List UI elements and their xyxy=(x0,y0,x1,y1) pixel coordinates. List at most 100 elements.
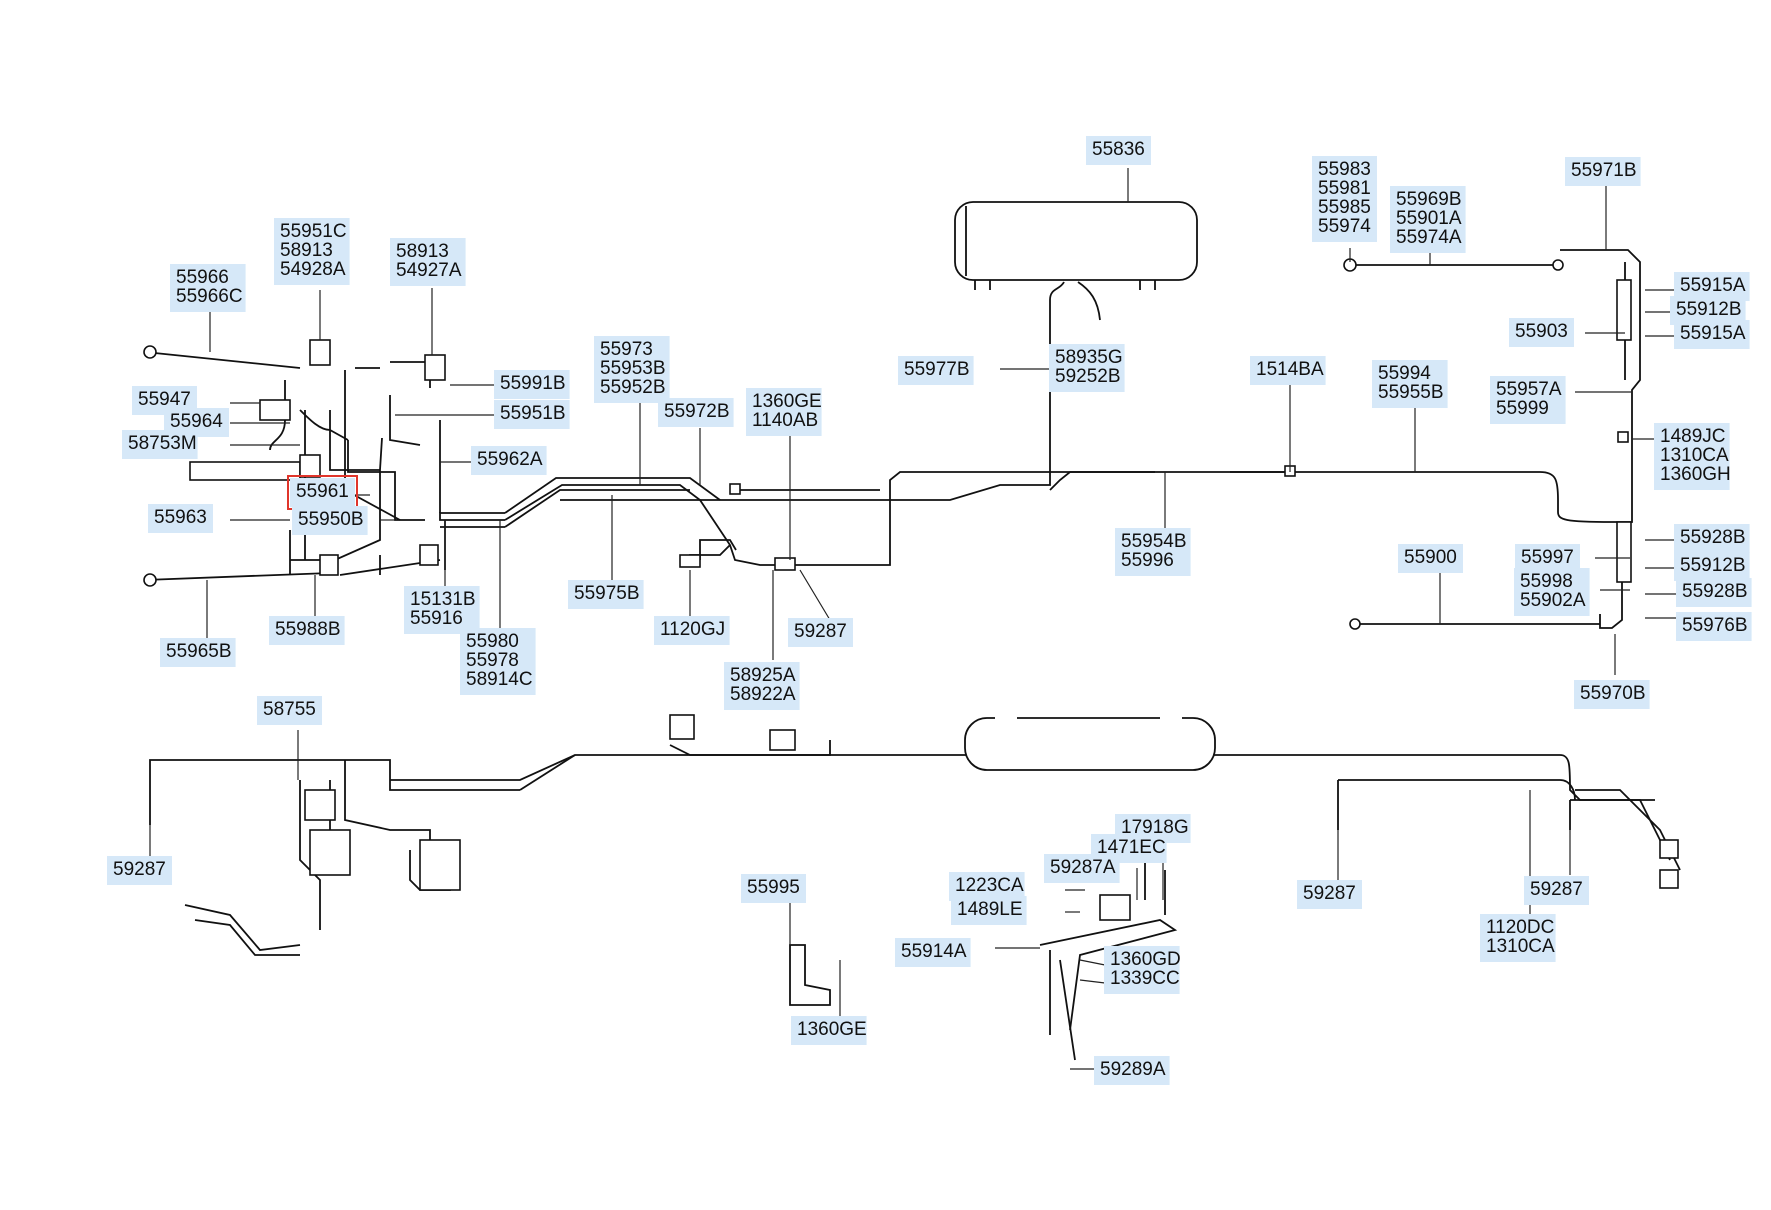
part-number-label[interactable]: 55974 xyxy=(1318,216,1371,237)
part-number-label[interactable]: 55974A xyxy=(1396,227,1462,248)
part-number-label[interactable]: 55998 xyxy=(1520,571,1573,592)
part-number-label[interactable]: 54928A xyxy=(280,259,346,280)
part-number-label[interactable]: 55980 xyxy=(466,631,519,652)
part-number-label[interactable]: 55955B xyxy=(1378,382,1444,403)
callout-55928B1[interactable]: 55928B xyxy=(1674,524,1750,553)
part-number-label[interactable]: 55901A xyxy=(1396,208,1462,229)
callout-55836[interactable]: 55836 xyxy=(1086,136,1151,165)
part-number-label[interactable]: 59287 xyxy=(113,859,166,880)
callout-59287A[interactable]: 59287A xyxy=(1044,854,1120,883)
callout-1360GEb[interactable]: 1360GE xyxy=(791,1016,867,1045)
part-number-label[interactable]: 55900 xyxy=(1404,547,1457,568)
part-number-label[interactable]: 55916 xyxy=(410,608,463,629)
part-number-label[interactable]: 55975B xyxy=(574,583,640,604)
part-number-label[interactable]: 1140AB xyxy=(752,410,818,431)
part-number-label[interactable]: 1514BA xyxy=(1256,359,1324,380)
callout-55988B[interactable]: 55988B xyxy=(269,616,345,645)
callout-59287b[interactable]: 59287 xyxy=(107,856,172,885)
part-number-label[interactable]: 58922A xyxy=(730,684,796,705)
part-number-label[interactable]: 55966 xyxy=(176,267,229,288)
part-number-label[interactable]: 1120DC xyxy=(1486,917,1554,938)
part-number-label[interactable]: 55978 xyxy=(466,650,519,671)
part-number-label[interactable]: 55970B xyxy=(1580,683,1646,704)
part-number-label[interactable]: 54927A xyxy=(396,260,462,281)
part-number-label[interactable]: 55995 xyxy=(747,877,800,898)
part-number-label[interactable]: 55903 xyxy=(1515,321,1568,342)
part-number-label[interactable]: 55964 xyxy=(170,411,223,432)
part-number-label[interactable]: 55994 xyxy=(1378,363,1431,384)
callout-55962A[interactable]: 55962A xyxy=(471,446,547,475)
callout-55951B[interactable]: 55951B xyxy=(494,400,570,429)
part-number-label[interactable]: 55951B xyxy=(500,403,566,424)
part-number-label[interactable]: 1310CA xyxy=(1660,445,1729,466)
callout-55912B2[interactable]: 55912B xyxy=(1674,552,1750,581)
part-number-label[interactable]: 1339CC xyxy=(1110,968,1180,989)
callout-59287a[interactable]: 59287 xyxy=(788,618,853,647)
part-number-label[interactable]: 55999 xyxy=(1496,398,1549,419)
callout-59287c[interactable]: 59287 xyxy=(1297,880,1362,909)
part-number-label[interactable]: 1360GE xyxy=(752,391,822,412)
part-number-label[interactable]: 55915A xyxy=(1680,323,1746,344)
callout-55975B[interactable]: 55975B xyxy=(568,580,644,609)
part-number-label[interactable]: 59252B xyxy=(1055,366,1121,387)
part-number-label[interactable]: 59287 xyxy=(1303,883,1356,904)
part-number-label[interactable]: 55971B xyxy=(1571,160,1637,181)
callout-59287d[interactable]: 59287 xyxy=(1524,876,1589,905)
part-number-label[interactable]: 58914C xyxy=(466,669,533,690)
part-number-label[interactable]: 55966C xyxy=(176,286,243,307)
callout-55900[interactable]: 55900 xyxy=(1398,544,1463,573)
callout-55914A[interactable]: 55914A xyxy=(895,938,971,967)
callout-55972B[interactable]: 55972B xyxy=(658,398,734,427)
part-number-label[interactable]: 1310CA xyxy=(1486,936,1555,957)
callout-55903[interactable]: 55903 xyxy=(1509,318,1574,347)
part-number-label[interactable]: 55902A xyxy=(1520,590,1586,611)
part-number-label[interactable]: 55976B xyxy=(1682,615,1748,636)
callout-1120GJ[interactable]: 1120GJ xyxy=(654,616,730,645)
part-number-label[interactable]: 55996 xyxy=(1121,550,1174,571)
part-number-label[interactable]: 55973 xyxy=(600,339,653,360)
callout-55963[interactable]: 55963 xyxy=(148,504,213,533)
callout-55977B[interactable]: 55977B xyxy=(898,356,974,385)
part-number-label[interactable]: 55947 xyxy=(138,389,191,410)
part-number-label[interactable]: 55912B xyxy=(1680,555,1746,576)
part-number-label[interactable]: 55962A xyxy=(477,449,543,470)
callout-58753M[interactable]: 58753M xyxy=(122,430,198,459)
part-number-label[interactable]: 55957A xyxy=(1496,379,1562,400)
part-number-label[interactable]: 55961 xyxy=(296,481,349,502)
part-number-label[interactable]: 59289A xyxy=(1100,1059,1166,1080)
part-number-label[interactable]: 55985 xyxy=(1318,197,1371,218)
part-number-label[interactable]: 17918G xyxy=(1121,817,1189,838)
part-number-label[interactable]: 55836 xyxy=(1092,139,1145,160)
callout-1489LE[interactable]: 1489LE xyxy=(951,896,1027,925)
callout-59289A[interactable]: 59289A xyxy=(1094,1056,1170,1085)
part-number-label[interactable]: 55952B xyxy=(600,377,666,398)
part-number-label[interactable]: 55997 xyxy=(1521,547,1574,568)
callout-55950B[interactable]: 55950B xyxy=(292,506,368,535)
callout-55915A2[interactable]: 55915A xyxy=(1674,320,1750,349)
part-number-label[interactable]: 58913 xyxy=(280,240,333,261)
part-number-label[interactable]: 55977B xyxy=(904,359,970,380)
callout-55928B2[interactable]: 55928B xyxy=(1676,578,1752,607)
part-number-label[interactable]: 58925A xyxy=(730,665,796,686)
part-number-label[interactable]: 59287 xyxy=(794,621,847,642)
callout-55971B[interactable]: 55971B xyxy=(1565,157,1641,186)
part-number-label[interactable]: 55988B xyxy=(275,619,341,640)
part-number-label[interactable]: 55914A xyxy=(901,941,967,962)
part-number-label[interactable]: 55953B xyxy=(600,358,666,379)
callout-55961[interactable]: 55961 xyxy=(287,475,358,510)
callout-55970B[interactable]: 55970B xyxy=(1574,680,1650,709)
